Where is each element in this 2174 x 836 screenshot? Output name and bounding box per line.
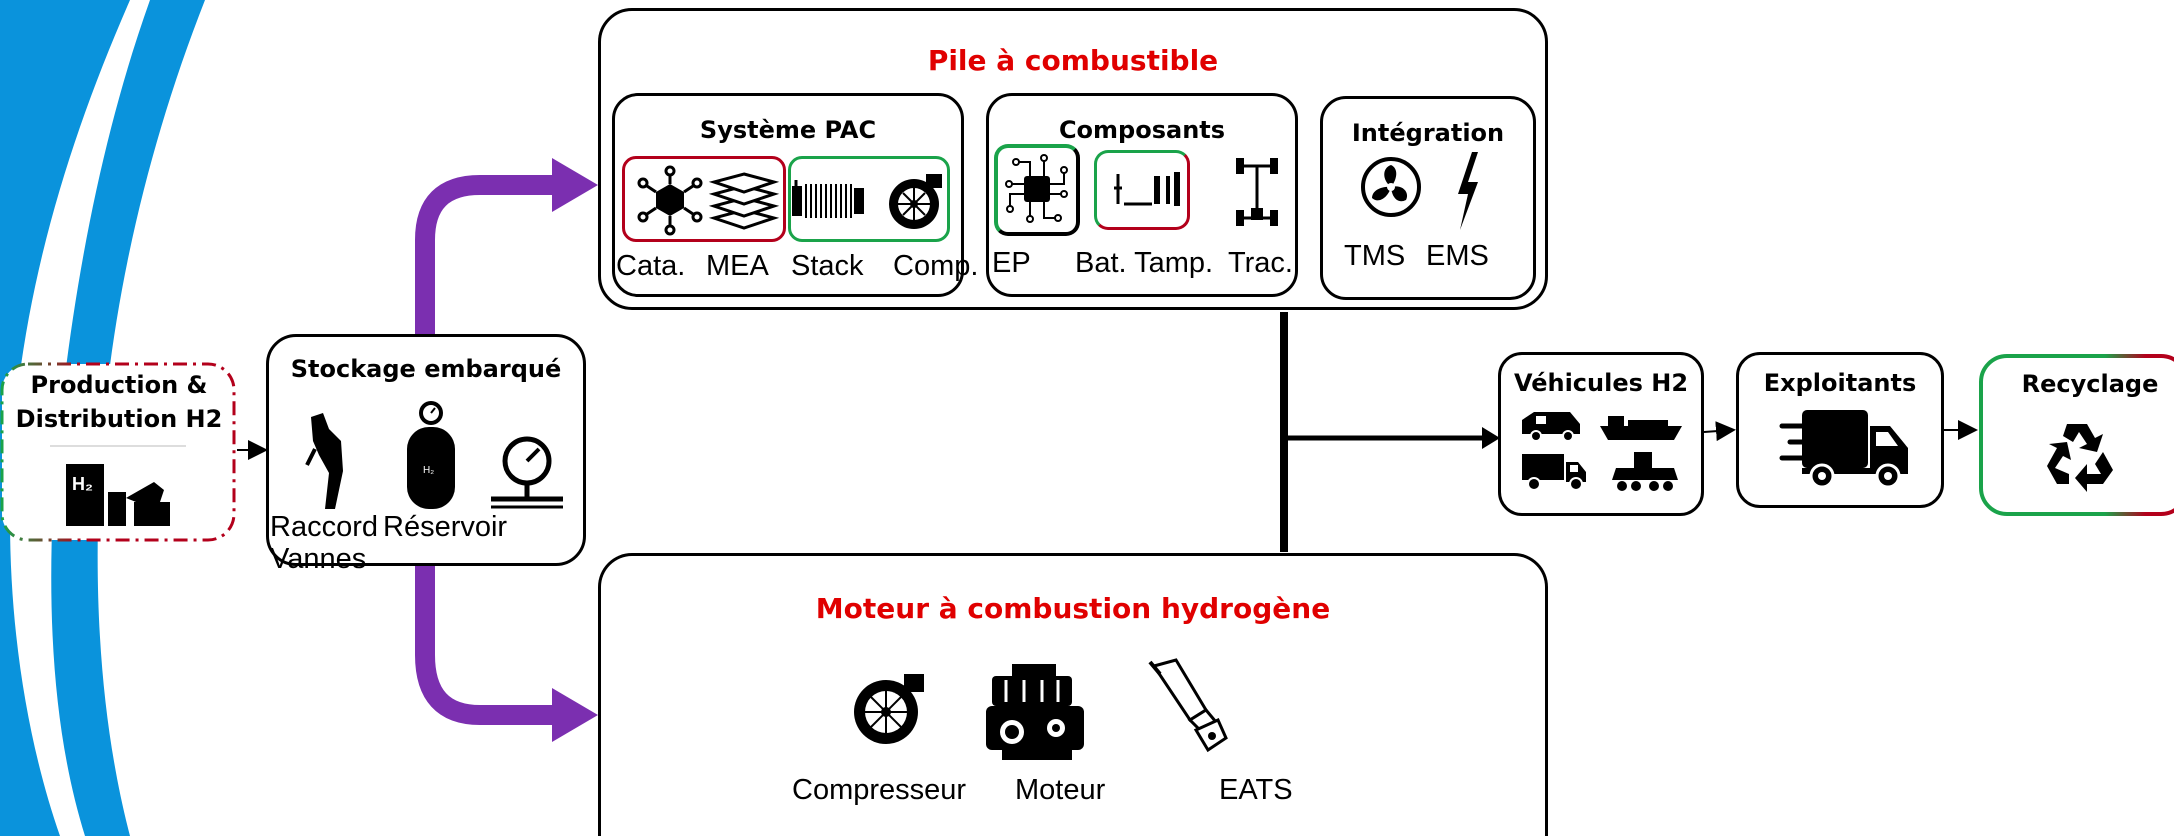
system-pac-title: Système PAC — [699, 116, 877, 144]
label-ep: EP — [992, 247, 1031, 279]
vehicles-title: Véhicules H2 — [1513, 369, 1689, 397]
recycling-box-border — [1979, 354, 2174, 516]
label-comp: Comp. — [893, 250, 979, 282]
van-icon — [1522, 412, 1580, 442]
background-swoosh — [0, 0, 205, 836]
purple-arrow-down — [415, 565, 560, 725]
storage-title: Stockage embarqué — [290, 355, 562, 383]
recycle-icon — [2047, 424, 2113, 492]
label-cata: Cata. — [616, 250, 686, 282]
turbocharger-icon — [854, 674, 924, 744]
lightning-icon — [1458, 152, 1478, 230]
fuel-cell-title: Pile à combustible — [927, 44, 1219, 77]
exhaust-catalyst-icon — [1148, 658, 1228, 753]
label-vannes: Vannes — [270, 543, 367, 575]
integration-title: Intégration — [1351, 119, 1505, 147]
membrane-layers-icon — [708, 172, 780, 230]
label-moteur: Moteur — [1015, 774, 1106, 806]
power-electronics-chip-icon — [1005, 154, 1068, 223]
svg-text:H₂: H₂ — [423, 465, 434, 476]
svg-text:H₂: H₂ — [72, 474, 93, 494]
label-raccord: Raccord — [270, 511, 378, 543]
purple-arrow-up — [415, 175, 560, 335]
fuel-nozzle-icon — [305, 413, 343, 509]
production-box-border — [0, 362, 236, 542]
components-battery-group — [1094, 150, 1190, 230]
stack-icon — [792, 180, 864, 218]
combustion-box: Moteur à combustion hydrogène — [598, 553, 1548, 836]
truck-icon — [1522, 454, 1586, 491]
system-red-group — [622, 156, 786, 242]
production-title: Production & Distribution H2 — [15, 371, 223, 433]
components-ep-group — [994, 144, 1080, 236]
integration-box: Intégration — [1320, 96, 1536, 300]
label-trac: Trac. — [1228, 247, 1293, 279]
combustion-title: Moteur à combustion hydrogène — [815, 592, 1331, 625]
drivetrain-axle-icon — [1236, 158, 1278, 226]
pressure-gauge-icon — [491, 436, 563, 509]
label-stack: Stack — [791, 250, 864, 282]
engine-icon — [986, 664, 1084, 760]
label-reservoir: Réservoir — [383, 511, 508, 543]
label-bat-tamp: Bat. Tamp. — [1075, 247, 1214, 279]
production-box: Production & Distribution H2 H₂ — [0, 362, 238, 542]
recycling-title: Recyclage — [2021, 370, 2159, 398]
hydrogen-tank-icon: H₂ — [407, 401, 455, 509]
recycling-box: Recyclage — [1979, 354, 2174, 516]
components-title: Composants — [1058, 116, 1226, 144]
buffer-battery-icon — [1114, 172, 1180, 206]
label-compresseur: Compresseur — [792, 774, 967, 806]
label-ems: EMS — [1426, 240, 1489, 272]
ship-icon — [1600, 416, 1682, 440]
label-tms: TMS — [1344, 240, 1406, 272]
label-eats: EATS — [1219, 774, 1293, 806]
storage-box: Stockage embarqué H₂ — [266, 334, 586, 566]
fuel-station-icon: H₂ — [66, 464, 170, 526]
label-mea: MEA — [706, 250, 769, 282]
train-icon — [1612, 452, 1678, 491]
compressor-icon — [889, 174, 942, 229]
delivery-truck-icon — [1779, 410, 1908, 489]
system-green-group — [788, 156, 950, 242]
operators-title: Exploitants — [1763, 369, 1917, 397]
catalyst-icon — [637, 165, 703, 236]
fan-icon — [1361, 157, 1421, 217]
